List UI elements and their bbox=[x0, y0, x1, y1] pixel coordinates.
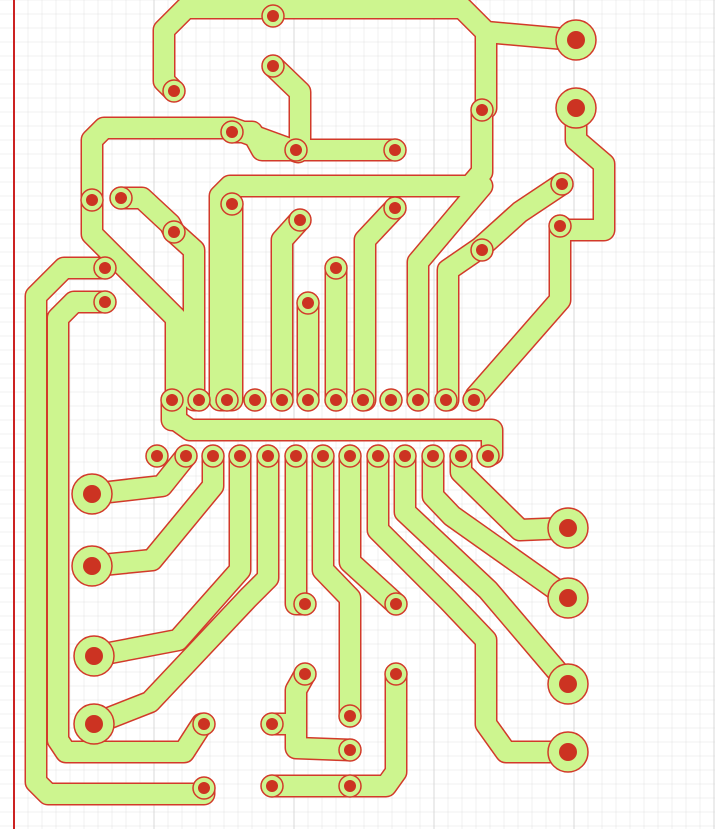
copper-trace bbox=[154, 0, 586, 101]
pad bbox=[556, 178, 568, 190]
copper-trace bbox=[286, 446, 315, 614]
copper-trace bbox=[340, 446, 406, 614]
copper-trace-outline bbox=[152, 0, 588, 103]
pad bbox=[559, 519, 577, 537]
pad bbox=[330, 262, 342, 274]
pad bbox=[226, 198, 238, 210]
copper-trace bbox=[48, 292, 212, 762]
copper-trace bbox=[313, 446, 360, 726]
pad bbox=[476, 104, 488, 116]
copper-trace bbox=[82, 446, 223, 576]
pad bbox=[266, 780, 278, 792]
pad bbox=[180, 450, 192, 462]
copper-trace bbox=[217, 194, 242, 410]
pad bbox=[389, 144, 401, 156]
pad bbox=[559, 675, 577, 693]
pad bbox=[198, 782, 210, 794]
copper-trace bbox=[84, 446, 250, 666]
copper-trace bbox=[82, 118, 308, 210]
pad bbox=[166, 394, 178, 406]
pad bbox=[554, 220, 566, 232]
copper-trace bbox=[408, 176, 492, 410]
pad bbox=[567, 31, 585, 49]
copper-trace bbox=[262, 664, 406, 796]
pad bbox=[207, 450, 219, 462]
pad bbox=[390, 598, 402, 610]
pad bbox=[262, 450, 274, 462]
pad bbox=[372, 450, 384, 462]
pad bbox=[226, 126, 238, 138]
pad bbox=[344, 744, 356, 756]
pad bbox=[83, 557, 101, 575]
copper-trace bbox=[82, 446, 196, 504]
pad bbox=[389, 202, 401, 214]
pad bbox=[567, 99, 585, 117]
copper-trace bbox=[84, 446, 278, 734]
pad bbox=[559, 589, 577, 607]
pad bbox=[290, 450, 302, 462]
pad bbox=[294, 214, 306, 226]
pad bbox=[221, 394, 233, 406]
pad bbox=[399, 450, 411, 462]
pad bbox=[276, 394, 288, 406]
pad bbox=[267, 10, 279, 22]
pad bbox=[482, 450, 494, 462]
pad bbox=[385, 394, 397, 406]
pad bbox=[85, 715, 103, 733]
pad bbox=[440, 394, 452, 406]
pad bbox=[198, 718, 210, 730]
pad bbox=[266, 718, 278, 730]
pad bbox=[193, 394, 205, 406]
copper-trace bbox=[423, 446, 578, 608]
pad bbox=[344, 450, 356, 462]
pad bbox=[427, 450, 439, 462]
pad bbox=[86, 194, 98, 206]
pad bbox=[357, 394, 369, 406]
pad bbox=[476, 244, 488, 256]
copper-trace bbox=[368, 446, 578, 762]
pad bbox=[83, 485, 101, 503]
pad bbox=[151, 450, 163, 462]
pad bbox=[249, 394, 261, 406]
pad bbox=[299, 598, 311, 610]
pad bbox=[99, 262, 111, 274]
copper-trace bbox=[395, 446, 578, 694]
pad bbox=[299, 668, 311, 680]
pad bbox=[99, 296, 111, 308]
pad bbox=[390, 668, 402, 680]
pad bbox=[344, 710, 356, 722]
pad bbox=[267, 60, 279, 72]
pad bbox=[455, 450, 467, 462]
pad bbox=[468, 394, 480, 406]
pad bbox=[168, 226, 180, 238]
pad bbox=[302, 297, 314, 309]
pad bbox=[330, 394, 342, 406]
pad bbox=[302, 394, 314, 406]
pad bbox=[412, 394, 424, 406]
pad bbox=[559, 743, 577, 761]
pad bbox=[85, 647, 103, 665]
pad bbox=[115, 192, 127, 204]
pad bbox=[317, 450, 329, 462]
pad bbox=[290, 144, 302, 156]
pad bbox=[168, 85, 180, 97]
pads bbox=[83, 10, 585, 794]
pad bbox=[344, 780, 356, 792]
pad bbox=[234, 450, 246, 462]
